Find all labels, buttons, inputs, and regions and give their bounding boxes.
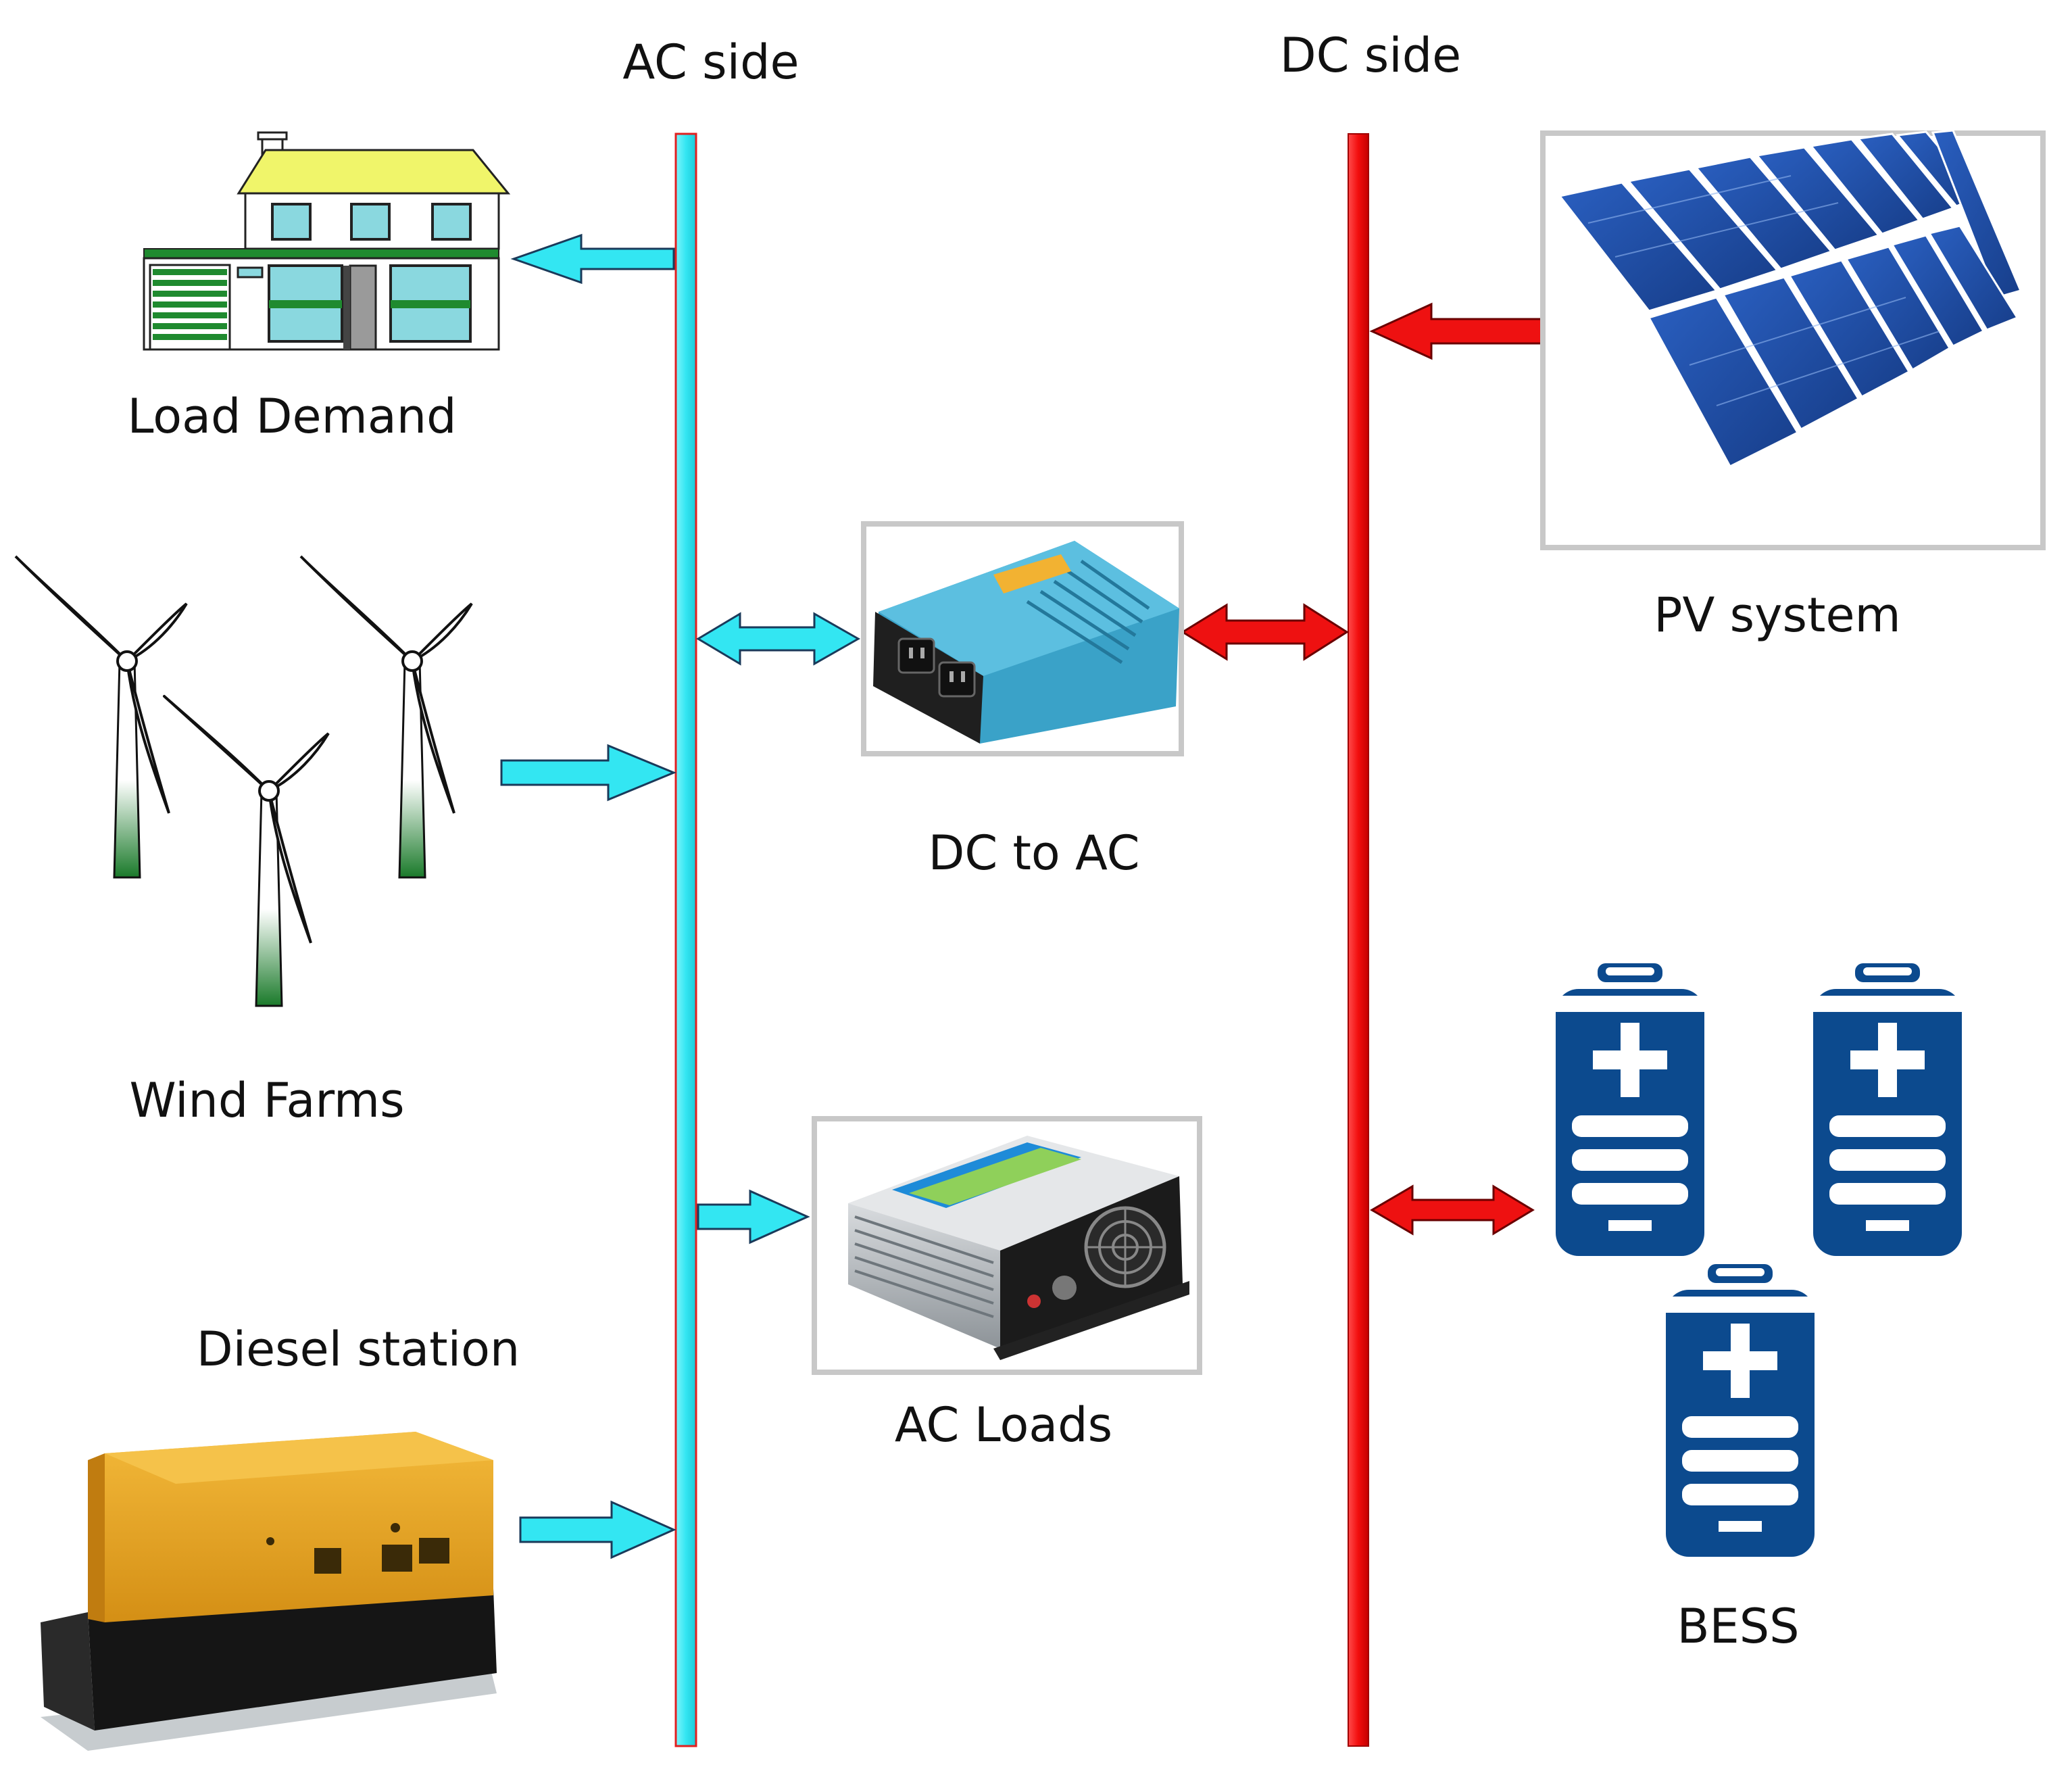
house-icon — [143, 131, 511, 351]
arrow-inverter-dc-bus — [1181, 603, 1349, 661]
diesel-station-label: Diesel station — [197, 1322, 520, 1377]
wind-turbine-icon — [299, 555, 473, 879]
ac-loads-device — [812, 1116, 1202, 1375]
bess-label: BESS — [1677, 1599, 1799, 1654]
dc-side-label: DC side — [1280, 28, 1461, 83]
dc-bus-line — [1348, 133, 1369, 1747]
ac-bus-line — [674, 132, 697, 1747]
arrow-ac-bus-inverter — [696, 612, 861, 666]
dc-to-ac-label: DC to AC — [928, 825, 1139, 881]
load-demand-label: Load Demand — [127, 389, 456, 444]
solar-panels-icon — [1540, 129, 2046, 550]
arrow-to-load-demand — [510, 233, 675, 285]
arrow-from-wind-farms — [500, 744, 676, 802]
arrow-to-ac-loads — [697, 1189, 810, 1244]
battery-icon — [1556, 963, 1704, 1256]
diesel-generator-icon — [41, 1432, 497, 1751]
wind-turbine-icon — [163, 695, 330, 1007]
inverter-icon — [861, 521, 1184, 756]
ac-loads-label: AC Loads — [895, 1397, 1112, 1453]
ac-side-label: AC side — [622, 34, 799, 90]
arrow-dc-bus-bess — [1370, 1184, 1535, 1236]
wind-turbine-icon — [14, 555, 188, 879]
battery-icon — [1666, 1264, 1815, 1557]
arrow-from-diesel-station — [519, 1500, 676, 1559]
pv-system-label: PV system — [1654, 587, 1900, 643]
battery-icon — [1813, 963, 1962, 1256]
arrow-from-pv-system — [1369, 302, 1544, 360]
wind-farms-label: Wind Farms — [129, 1073, 404, 1128]
